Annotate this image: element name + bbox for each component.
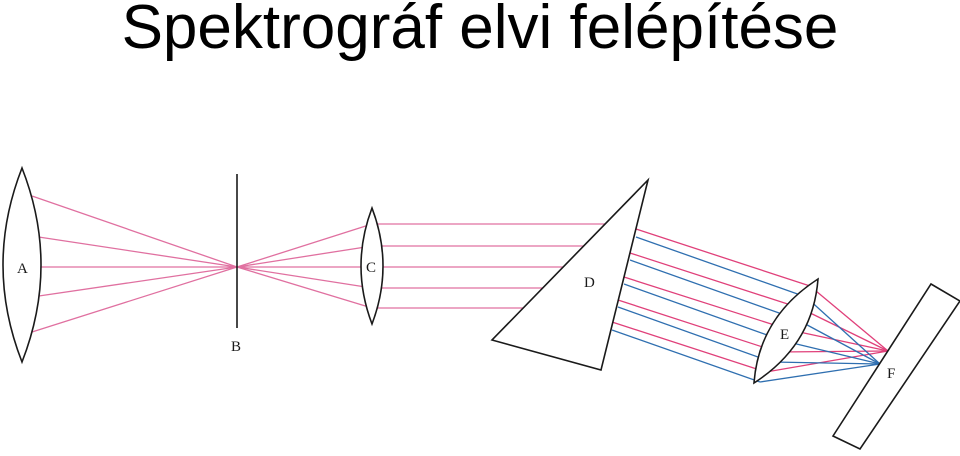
- ray: [31, 266, 238, 333]
- ray: [759, 363, 881, 383]
- red-rays: [611, 228, 811, 373]
- focused-red-rays: [765, 285, 889, 373]
- ray: [809, 285, 889, 352]
- ray: [236, 223, 373, 268]
- ray: [789, 329, 889, 352]
- ray: [623, 276, 791, 331]
- label-f: F: [887, 366, 895, 382]
- ray: [771, 361, 881, 365]
- label-a: A: [17, 261, 28, 277]
- ray: [629, 259, 797, 320]
- ray: [611, 329, 761, 383]
- ray: [31, 266, 238, 298]
- ray: [617, 299, 779, 353]
- lens-c: [360, 205, 384, 327]
- plate-f: [831, 282, 960, 451]
- ray: [805, 296, 881, 365]
- prism-d: [490, 177, 650, 371]
- page-title: Spektrográf elvi felépítése: [121, 0, 839, 62]
- input-rays: [31, 195, 238, 333]
- label-b: B: [231, 339, 241, 355]
- ray: [799, 307, 889, 352]
- ray: [623, 283, 785, 342]
- ray: [611, 321, 767, 373]
- ray: [765, 350, 889, 373]
- ray: [635, 236, 807, 298]
- lens-e: [753, 277, 819, 385]
- ray: [236, 266, 373, 289]
- ray: [777, 350, 889, 353]
- optics: [2, 165, 960, 451]
- lens-a: [2, 165, 42, 365]
- label-d: D: [584, 275, 595, 291]
- ray: [783, 340, 881, 365]
- ray: [31, 235, 238, 268]
- ray: [31, 195, 238, 268]
- focused-blue-rays: [759, 296, 881, 383]
- diverging-rays: [236, 223, 373, 309]
- blue-rays: [611, 236, 807, 383]
- ray: [236, 245, 373, 268]
- label-e: E: [780, 327, 789, 343]
- ray: [617, 306, 773, 363]
- ray: [629, 252, 801, 309]
- label-c: C: [366, 260, 376, 276]
- ray: [236, 266, 373, 309]
- ray: [795, 318, 881, 365]
- ray: [635, 228, 811, 287]
